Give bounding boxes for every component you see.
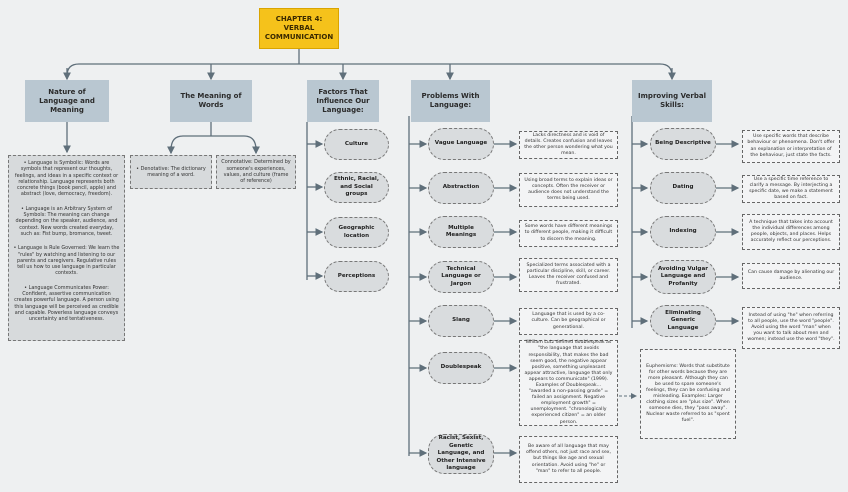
euphemisms-box[interactable]: Euphemisms: Words that substitute for ot…	[640, 349, 736, 439]
chapter-title-text: CHAPTER 4: VERBAL COMMUNICATION	[264, 15, 334, 41]
note-slang[interactable]: Language that is used by a co-culture. C…	[519, 308, 618, 335]
note-generic-text: Instead of using "he" when referring to …	[747, 312, 835, 343]
note-dating[interactable]: Use a specific time reference to clarify…	[742, 175, 840, 203]
problem-abstraction[interactable]: Abstraction	[428, 172, 494, 204]
chapter-title[interactable]: CHAPTER 4: VERBAL COMMUNICATION	[259, 8, 339, 49]
problem-doublespeak-label: Doublespeak	[440, 364, 482, 371]
category-improving-label: Improving Verbal Skills:	[638, 92, 706, 109]
connotative-text: Connotative: Determined by someone's exp…	[221, 159, 291, 185]
skill-vulgar-label: Avoiding Vulgar Language and Profanity	[658, 265, 708, 287]
problem-slang[interactable]: Slang	[428, 305, 494, 337]
problem-vague-language[interactable]: Vague Language	[428, 128, 494, 160]
skill-eliminating-generic[interactable]: Eliminating Generic Language	[650, 305, 716, 337]
factor-geographic[interactable]: Geographic location	[324, 217, 389, 248]
note-multiple-meanings[interactable]: Some words have different meanings to di…	[519, 220, 618, 247]
problem-technical-jargon[interactable]: Technical Language or Jargon	[428, 261, 494, 293]
category-meaning-of-words[interactable]: The Meaning of Words	[170, 80, 252, 122]
category-meaning-label: The Meaning of Words	[180, 92, 242, 109]
note-doublespeak-text: William Lutz defined doublespeak as "the…	[524, 340, 613, 425]
note-indexing-text: A technique that takes into account the …	[749, 219, 833, 244]
connotative-box[interactable]: Connotative: Determined by someone's exp…	[216, 155, 296, 189]
note-descriptive-text: Use specific words that describe behavio…	[747, 134, 835, 158]
euphemisms-text: Euphemisms: Words that substitute for ot…	[646, 363, 730, 424]
problem-slang-label: Slang	[452, 317, 470, 324]
note-doublespeak[interactable]: William Lutz defined doublespeak as "the…	[519, 340, 618, 426]
note-rule-governed: • Language is Rule Governed: We learn th…	[13, 245, 120, 277]
note-vague-language[interactable]: Lacks directness and is void of details.…	[519, 131, 618, 159]
note-avoiding-vulgar[interactable]: Can cause damage by alienating our audie…	[742, 263, 840, 289]
note-technical-text: Specialized terms associated with a part…	[526, 262, 611, 287]
note-dating-text: Use a specific time reference to clarify…	[749, 176, 833, 201]
problem-doublespeak[interactable]: Doublespeak	[428, 352, 494, 384]
category-problems-label: Problems With Language:	[421, 92, 480, 109]
note-indexing[interactable]: A technique that takes into account the …	[742, 214, 840, 250]
skill-dating-label: Dating	[672, 184, 694, 191]
category-nature[interactable]: Nature of Language and Meaning	[25, 80, 109, 122]
problem-multiple-label: Multiple Meanings	[445, 224, 477, 239]
note-power: • Language Communicates Power: Confident…	[14, 284, 119, 323]
nature-notes-box[interactable]: • Language is Symbolic: Words are symbol…	[8, 155, 125, 341]
problem-abstraction-label: Abstraction	[442, 184, 480, 191]
factor-ethnic-groups[interactable]: Ethnic, Racial, and Social groups	[324, 172, 389, 203]
note-abstraction[interactable]: Using broad terms to explain ideas or co…	[519, 173, 618, 207]
category-factors-label: Factors That Influence Our Language:	[316, 87, 370, 114]
factor-ethnic-label: Ethnic, Racial, and Social groups	[334, 176, 379, 198]
note-technical-jargon[interactable]: Specialized terms associated with a part…	[519, 258, 618, 292]
factor-culture-label: Culture	[344, 140, 369, 147]
factor-geographic-label: Geographic location	[338, 225, 375, 239]
skill-indexing[interactable]: Indexing	[650, 216, 716, 248]
skill-being-descriptive[interactable]: Being Descriptive	[650, 128, 716, 160]
note-being-descriptive[interactable]: Use specific words that describe behavio…	[742, 130, 840, 163]
note-symbolic: • Language is Symbolic: Words are symbol…	[14, 160, 119, 198]
note-slang-text: Language that is used by a co-culture. C…	[531, 312, 606, 330]
category-nature-label: Nature of Language and Meaning	[39, 87, 95, 114]
factor-culture[interactable]: Culture	[324, 129, 389, 160]
note-racist-text: Be aware of all language that may offend…	[525, 444, 612, 474]
factor-perceptions[interactable]: Perceptions	[324, 261, 389, 292]
problem-technical-label: Technical Language or Jargon	[441, 265, 481, 287]
denotative-box[interactable]: • Denotative: The dictionary meaning of …	[130, 155, 212, 189]
skill-generic-label: Eliminating Generic Language	[665, 309, 701, 331]
note-arbitrary: • Language is an Arbitrary System of Sym…	[15, 205, 118, 237]
note-vague-text: Lacks directness and is void of details.…	[524, 132, 613, 157]
category-improving-skills[interactable]: Improving Verbal Skills:	[632, 80, 712, 122]
note-abstraction-text: Using broad terms to explain ideas or co…	[524, 177, 613, 202]
note-vulgar-text: Can cause damage by alienating our audie…	[747, 269, 835, 281]
note-eliminating-generic[interactable]: Instead of using "he" when referring to …	[742, 307, 840, 349]
problem-racist-label: Racist, Sexist, Genetic Language, and Ot…	[436, 435, 486, 472]
note-racist-sexist[interactable]: Be aware of all language that may offend…	[519, 436, 618, 483]
problem-racist-sexist-language[interactable]: Racist, Sexist, Genetic Language, and Ot…	[428, 434, 494, 474]
problem-multiple-meanings[interactable]: Multiple Meanings	[428, 216, 494, 248]
skill-avoiding-vulgar[interactable]: Avoiding Vulgar Language and Profanity	[650, 260, 716, 294]
skill-descriptive-label: Being Descriptive	[655, 140, 711, 147]
category-factors[interactable]: Factors That Influence Our Language:	[307, 80, 379, 122]
skill-indexing-label: Indexing	[669, 228, 697, 235]
skill-dating[interactable]: Dating	[650, 172, 716, 204]
problem-vague-label: Vague Language	[434, 140, 488, 147]
denotative-text: • Denotative: The dictionary meaning of …	[136, 165, 206, 178]
category-problems[interactable]: Problems With Language:	[411, 80, 490, 122]
note-multiple-text: Some words have different meanings to di…	[524, 224, 613, 242]
factor-perceptions-label: Perceptions	[337, 272, 376, 279]
